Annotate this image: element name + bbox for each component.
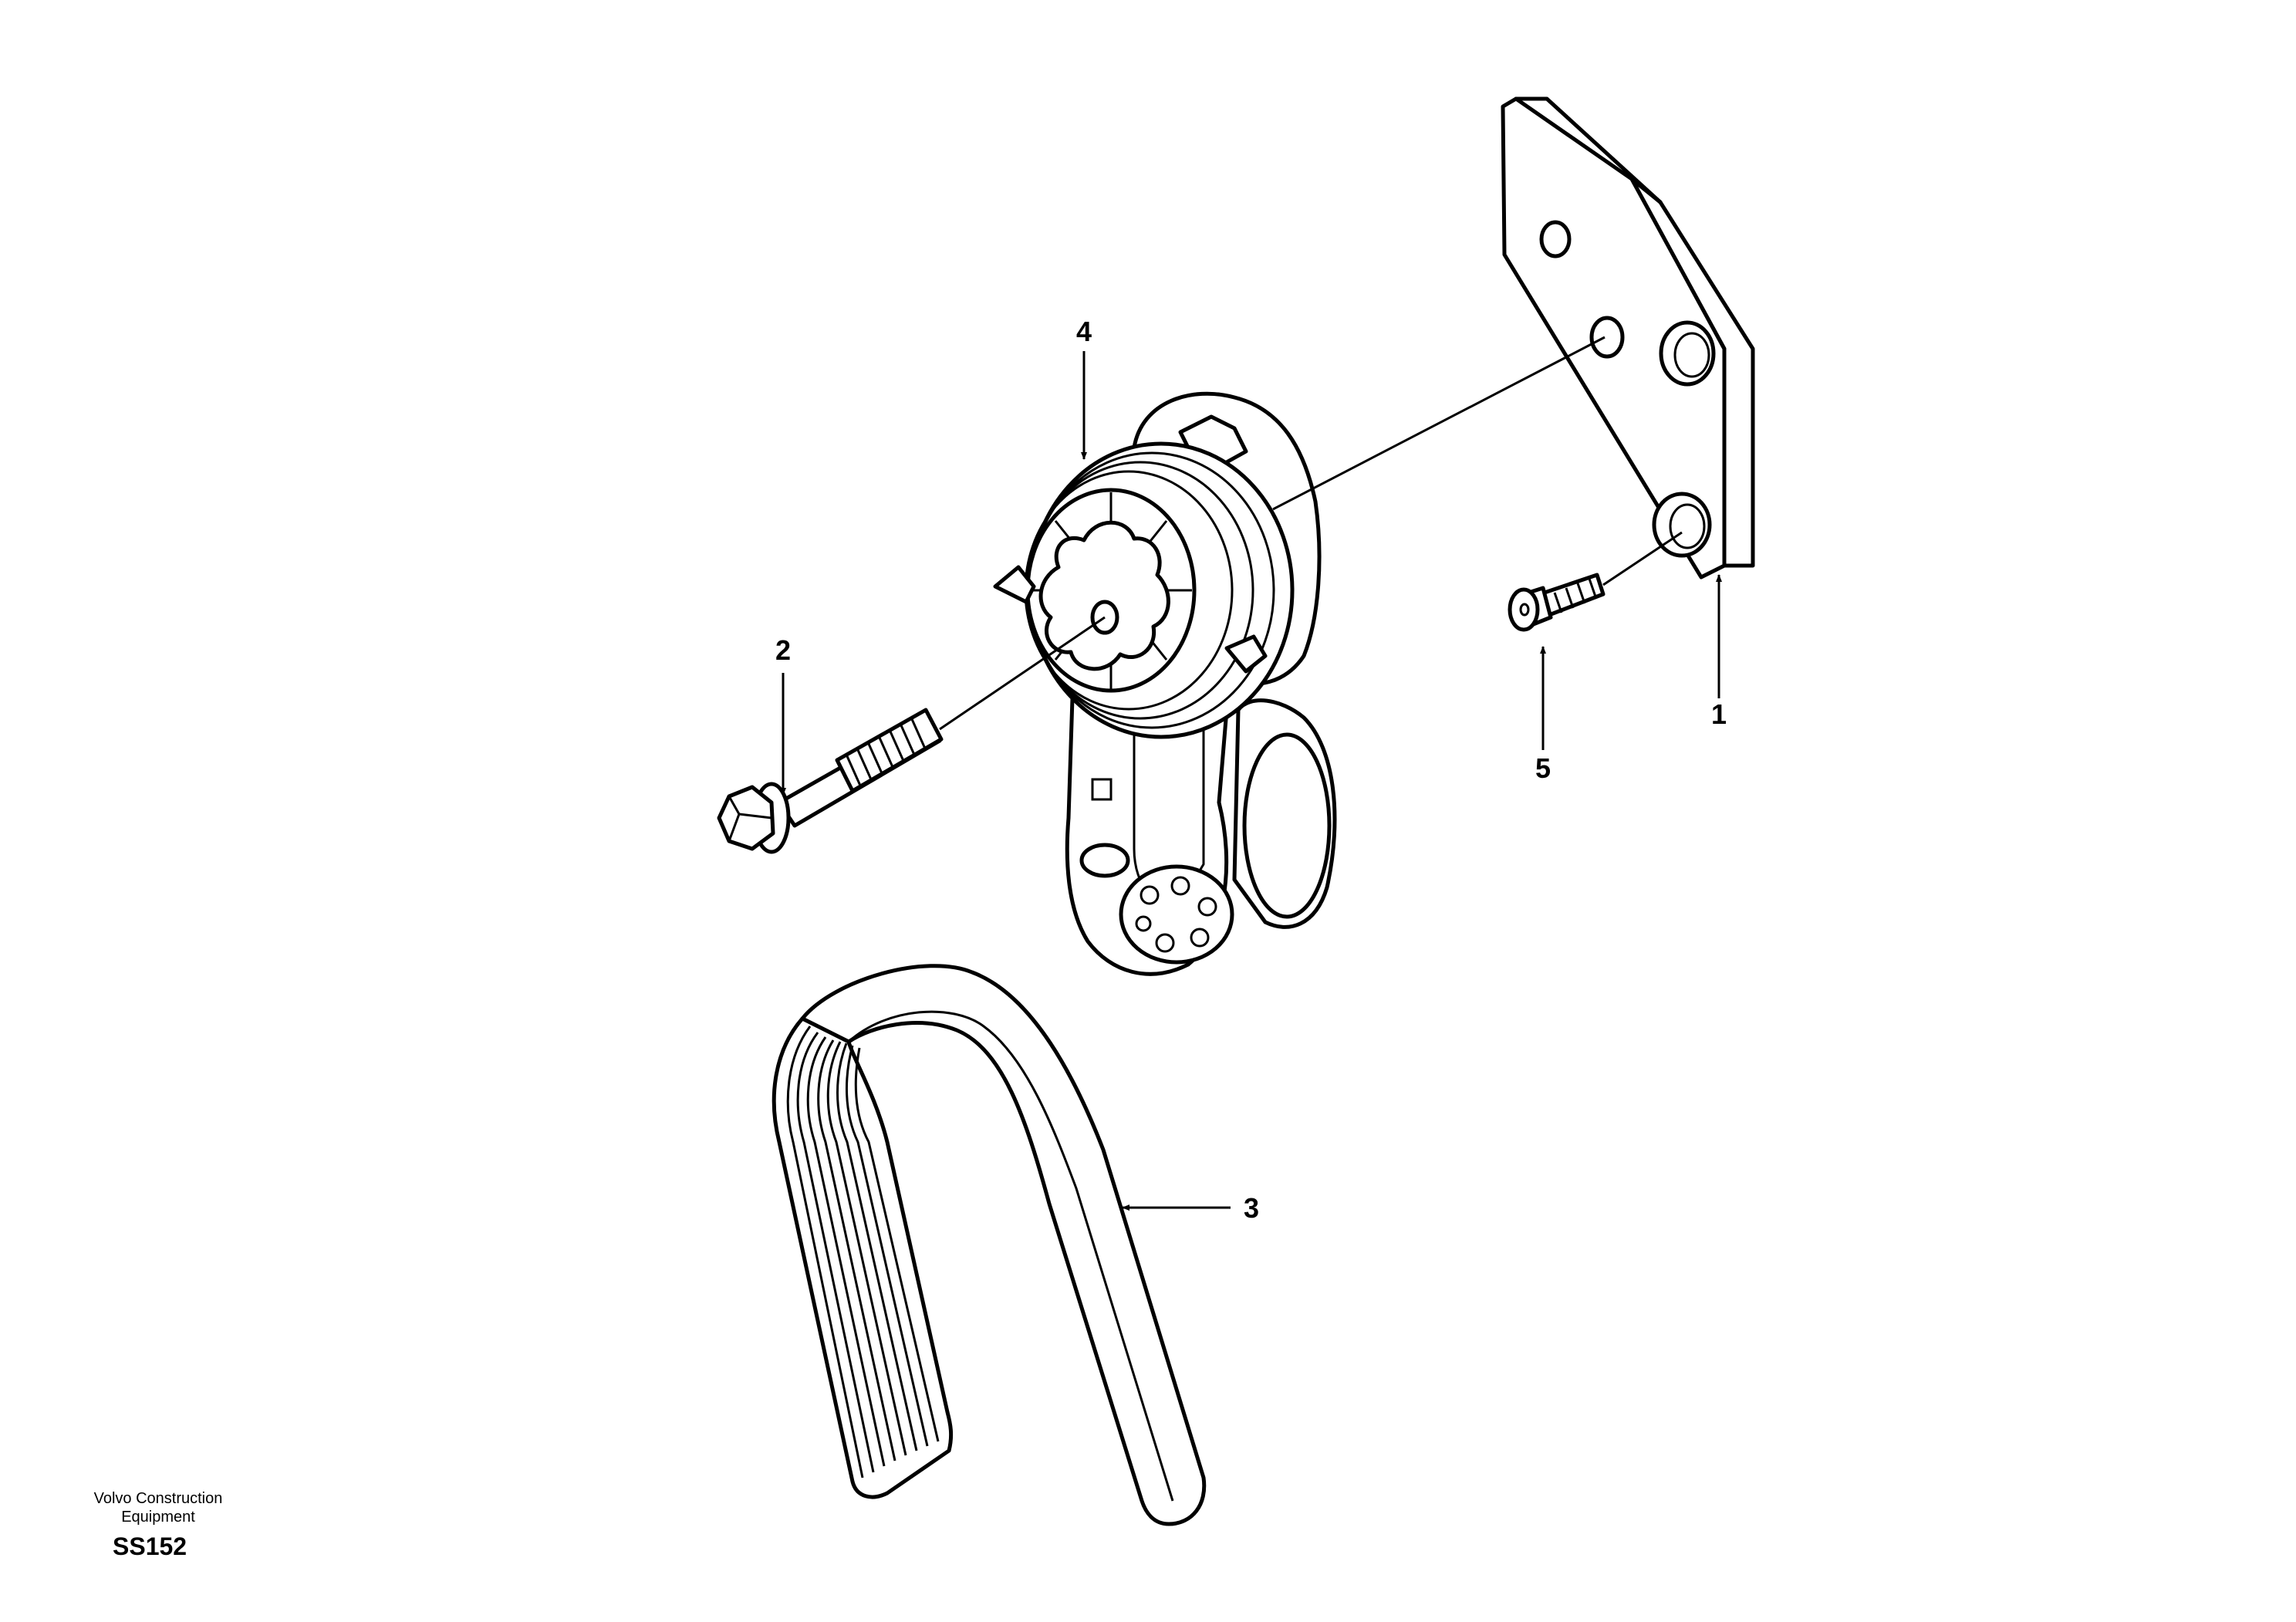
- callout-2: 2: [775, 634, 791, 666]
- drawing-code: SS152: [113, 1532, 187, 1560]
- publisher-line-1: Volvo Construction: [93, 1490, 223, 1507]
- callout-1: 1: [1711, 698, 1727, 730]
- flange-bolt: [717, 708, 944, 854]
- callout-3: 3: [1244, 1192, 1259, 1224]
- callout-4: 4: [1076, 316, 1092, 347]
- bracket-plate: [1501, 96, 1755, 580]
- publisher-line-2: Equipment: [121, 1509, 195, 1526]
- callout-leaders: [780, 351, 1722, 1211]
- countersunk-screw: [1508, 573, 1606, 632]
- belt-tensioner: [993, 391, 1337, 976]
- callout-5: 5: [1535, 752, 1551, 784]
- assembly-center-lines: [939, 336, 1683, 731]
- publisher-credit: Volvo Construction Equipment: [69, 1489, 247, 1526]
- ribbed-drive-belt: [772, 964, 1207, 1526]
